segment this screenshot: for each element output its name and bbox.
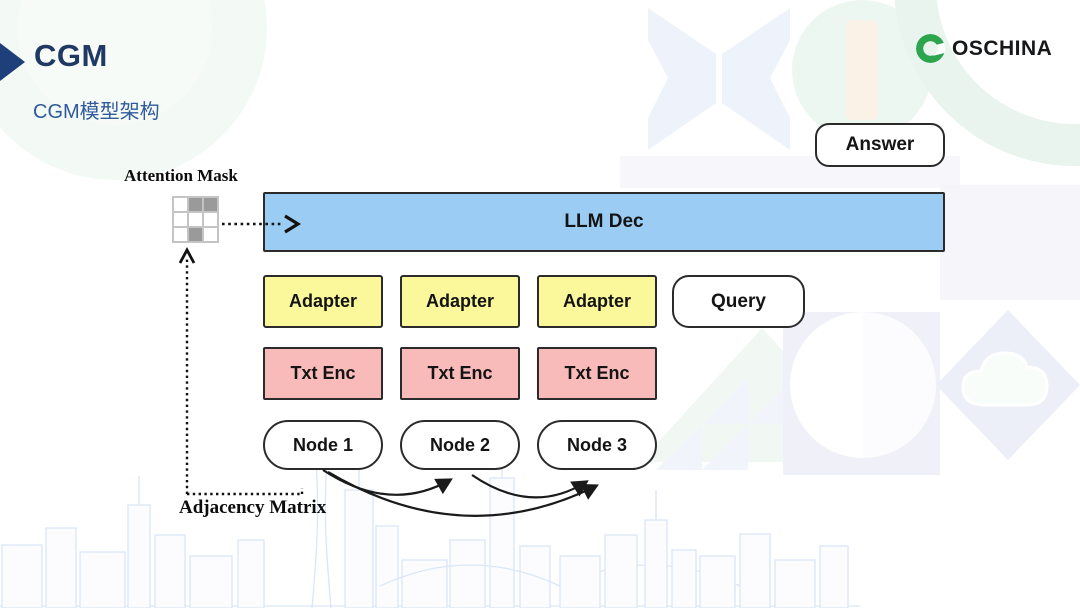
node-2-pill: Node 2 (400, 420, 520, 470)
node-3-pill: Node 3 (537, 420, 657, 470)
mask-cell-open (203, 212, 218, 227)
txt-enc-box-2: Txt Enc (400, 347, 520, 400)
title-arrow-icon (0, 43, 25, 81)
node-edge-arrows (322, 469, 599, 517)
attention-mask-label: Attention Mask (124, 166, 238, 185)
adapter-box-2: Adapter (400, 275, 520, 328)
mask-cell-masked (203, 197, 218, 212)
adapter-box-1: Adapter (263, 275, 383, 328)
adjacency-matrix-label: Adjacency Matrix (179, 497, 327, 518)
oschina-logo-text: OSCHINA (952, 36, 1053, 60)
node-1-pill: Node 1 (263, 420, 383, 470)
mask-cell-open (173, 197, 188, 212)
answer-box: Answer (815, 123, 945, 167)
adapter-box-3: Adapter (537, 275, 657, 328)
attention-mask-grid (172, 196, 219, 243)
mask-cell-open (203, 227, 218, 242)
oschina-c-icon (916, 34, 945, 63)
txt-enc-box-3: Txt Enc (537, 347, 657, 400)
llm-dec-bar: LLM Dec (263, 192, 945, 252)
txt-enc-box-1: Txt Enc (263, 347, 383, 400)
query-box: Query (672, 275, 805, 328)
mask-cell-masked (188, 227, 203, 242)
oschina-logo: OSCHINA (916, 34, 1052, 63)
mask-cell-open (188, 212, 203, 227)
page-subtitle: CGM模型架构 (33, 101, 160, 123)
page-title: CGM (34, 38, 108, 73)
mask-cell-open (173, 212, 188, 227)
mask-cell-open (173, 227, 188, 242)
mask-cell-masked (188, 197, 203, 212)
